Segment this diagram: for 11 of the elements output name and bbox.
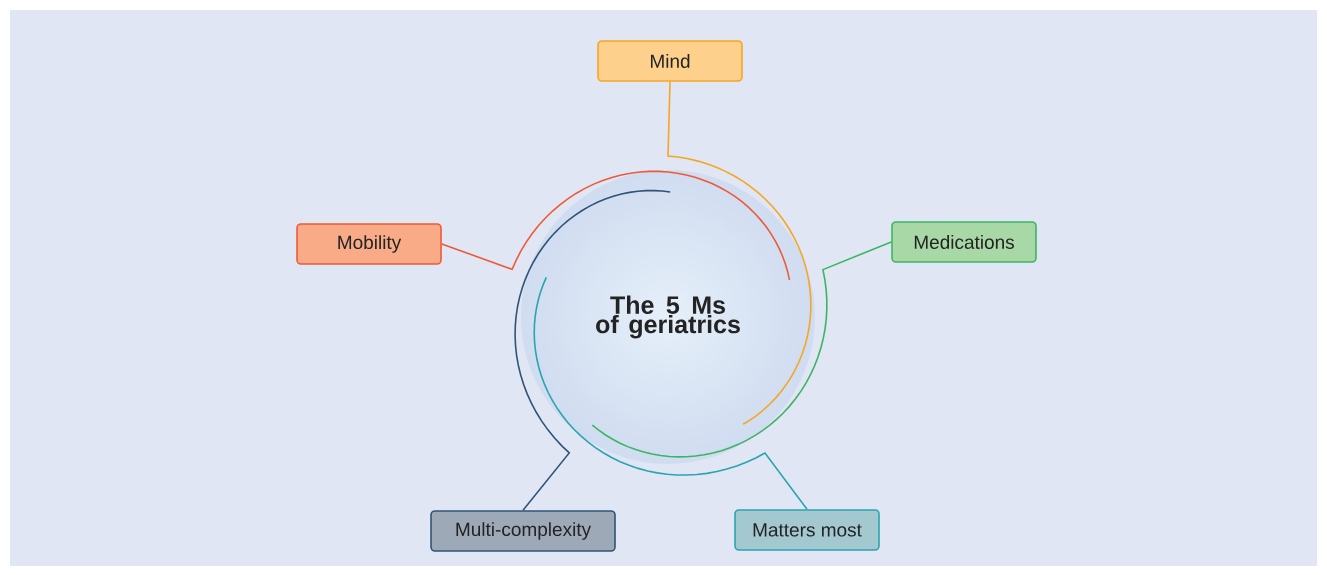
connector-line — [591, 241, 892, 458]
connector-line — [441, 170, 791, 281]
connector-line — [533, 276, 808, 510]
connector-line — [667, 81, 812, 426]
label-box: Multi-complexity — [430, 510, 616, 552]
label-box: Matters most — [734, 509, 880, 551]
connector-line — [514, 189, 671, 511]
label-box: Mind — [597, 40, 743, 82]
label-box: Medications — [891, 221, 1037, 263]
center-title: The 5 Ms of geriatrics — [596, 295, 740, 339]
label-box: Mobility — [296, 223, 442, 265]
